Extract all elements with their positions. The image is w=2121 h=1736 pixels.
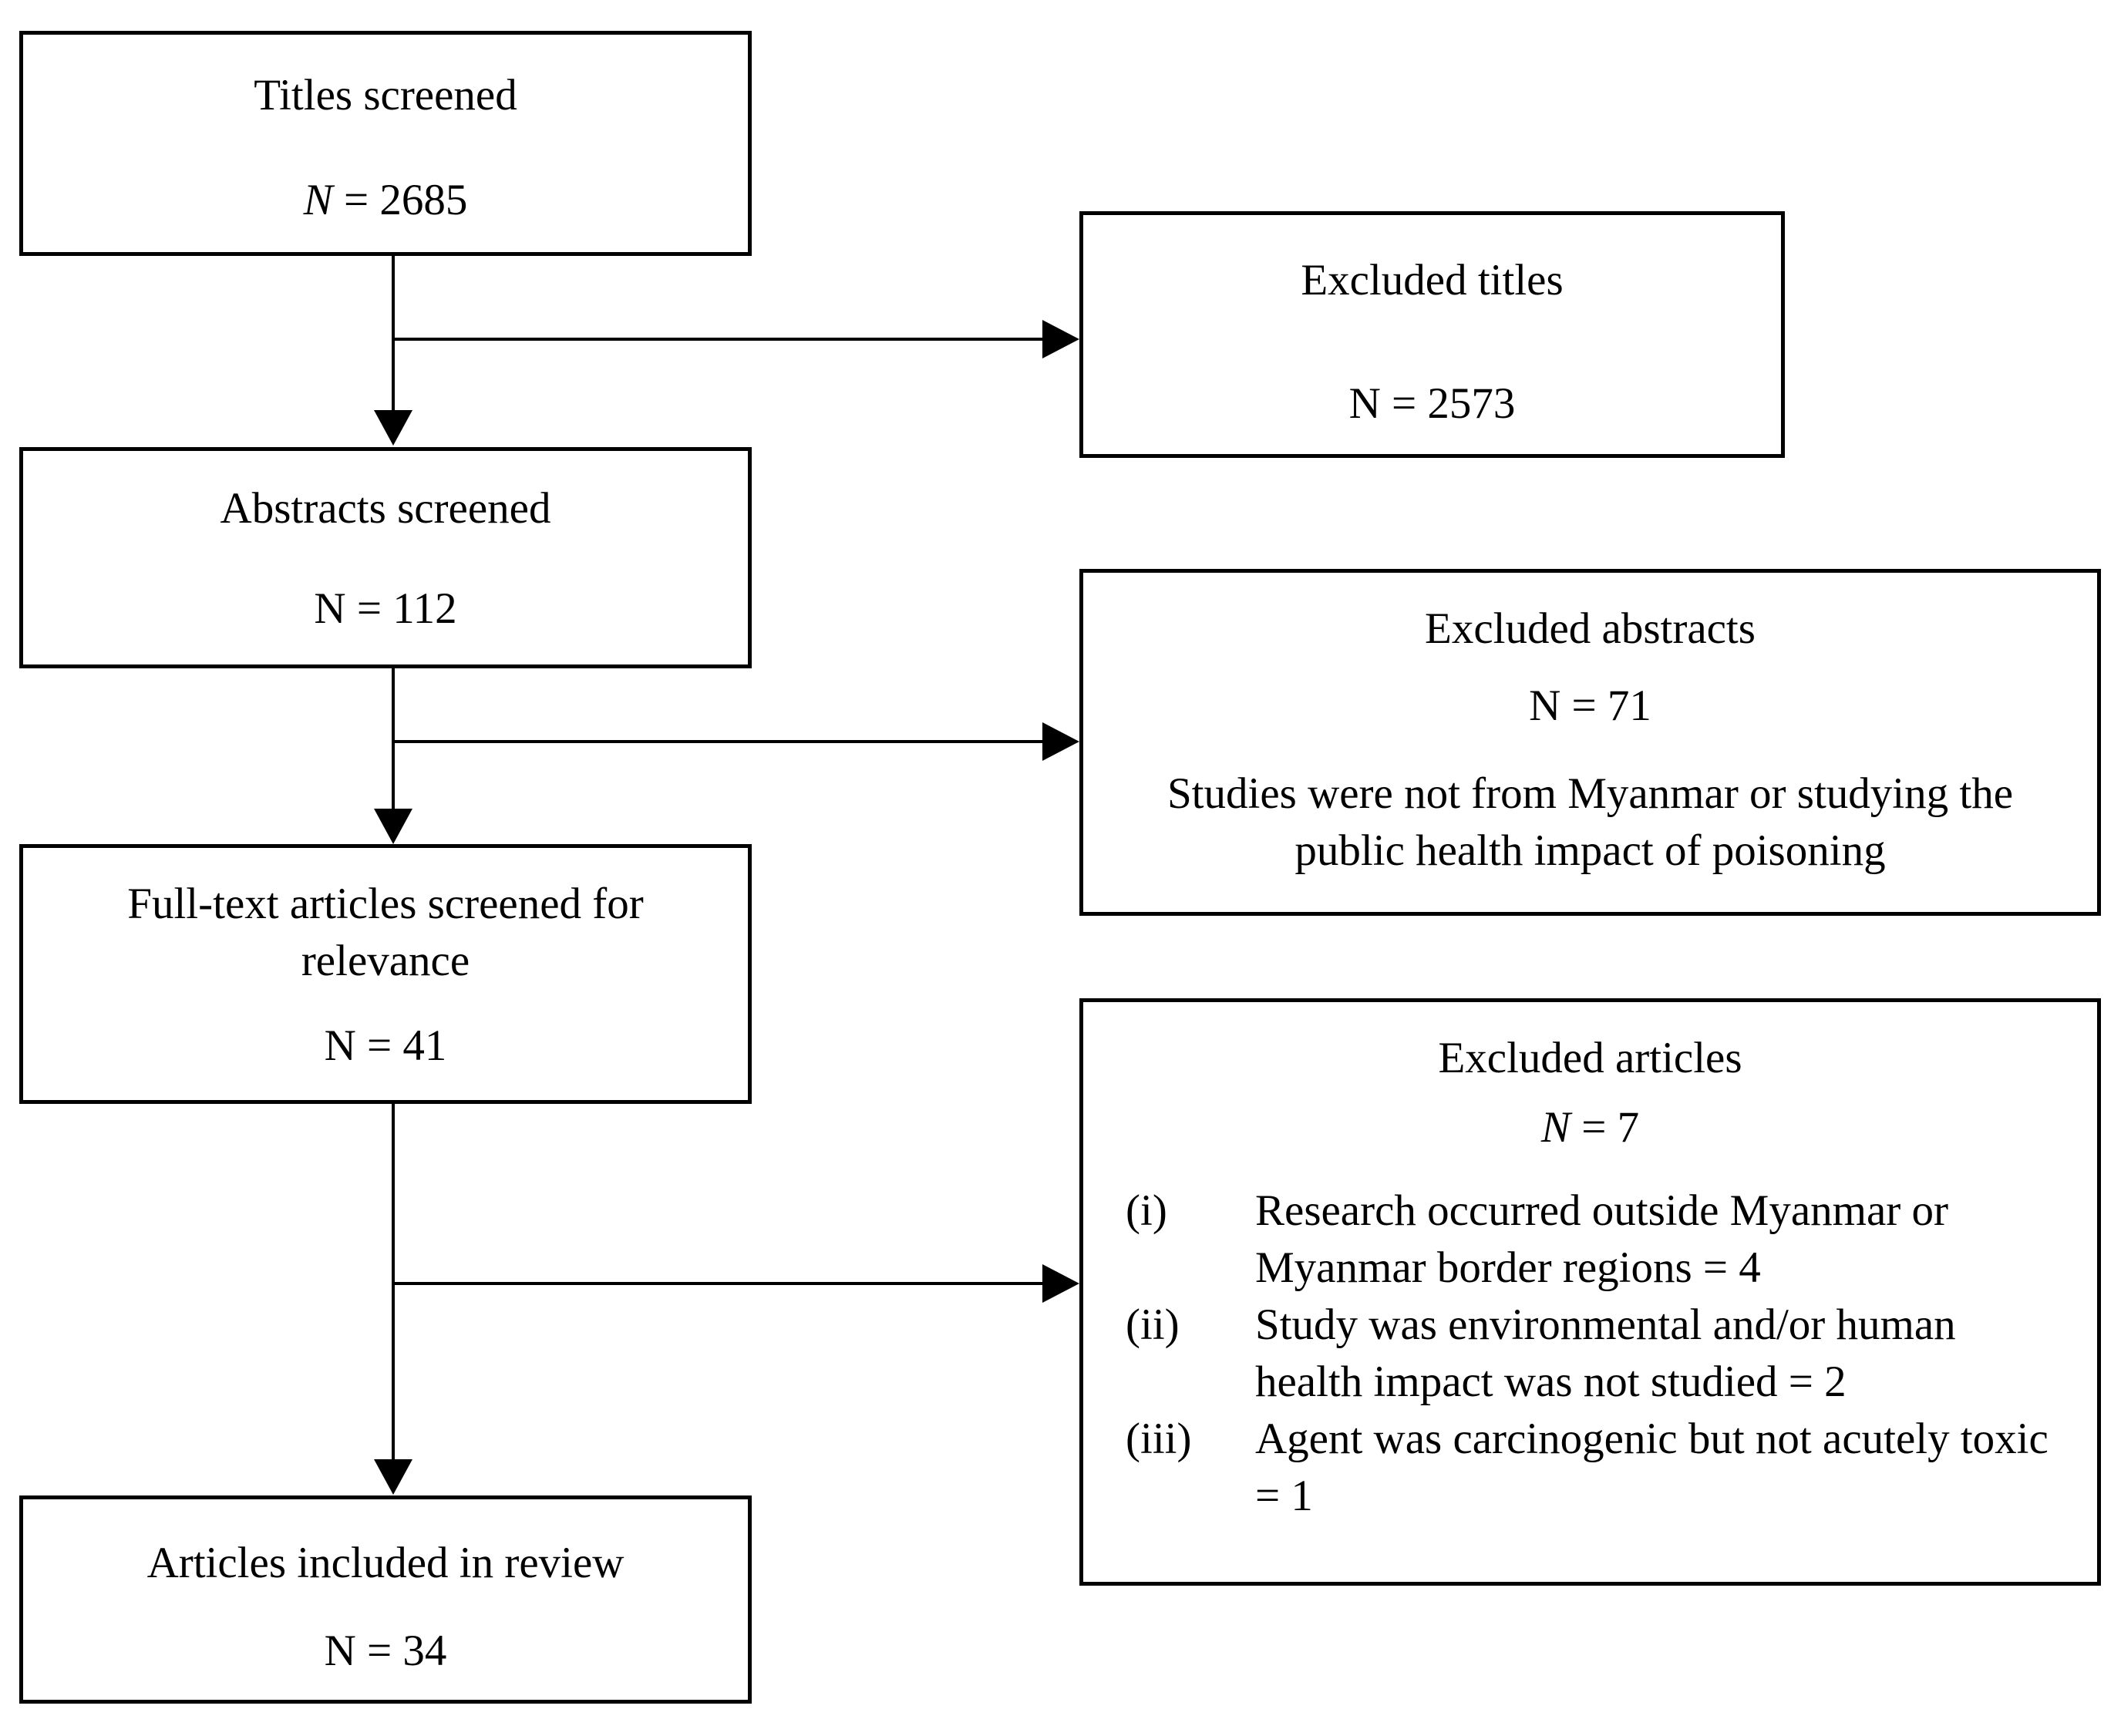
- list-text: Research occurred outside Myanmar or Mya…: [1255, 1186, 1948, 1292]
- count-value: = 112: [356, 584, 457, 633]
- box-title: Excluded articles: [1438, 1034, 1742, 1082]
- box-title: Excluded titles: [1301, 256, 1564, 304]
- box-count: N = 41: [325, 1018, 447, 1075]
- arrow-branch-excluded-titles: [393, 338, 1042, 341]
- count-value: = 41: [367, 1021, 447, 1070]
- box-count: N = 71: [1529, 678, 1651, 735]
- box-excluded-abstracts: Excluded abstracts N = 71 Studies were n…: [1079, 569, 2101, 916]
- arrowhead-down-icon: [374, 1459, 412, 1495]
- count-value: = 2573: [1392, 379, 1516, 428]
- box-count: N = 7: [1541, 1099, 1639, 1156]
- count-value: = 71: [1571, 681, 1651, 730]
- count-n: N: [324, 1627, 356, 1675]
- box-articles-included: Articles included in review N = 34: [19, 1495, 752, 1704]
- box-title: Full-text articles screened for relevanc…: [127, 880, 644, 985]
- box-count: N = 34: [325, 1623, 447, 1680]
- count-n: N: [1540, 1103, 1571, 1152]
- list-marker: (i): [1126, 1186, 1167, 1235]
- box-excluded-titles: Excluded titles N = 2573: [1079, 211, 1785, 458]
- arrowhead-down-icon: [374, 410, 412, 446]
- arrow-abstracts-to-fulltext: [392, 668, 395, 811]
- count-n: N: [1348, 379, 1381, 428]
- arrowhead-down-icon: [374, 809, 412, 844]
- box-abstracts-screened: Abstracts screened N = 112: [19, 447, 752, 668]
- count-value: = 2685: [343, 176, 468, 224]
- count-n: N: [1529, 681, 1561, 730]
- arrowhead-right-icon: [1042, 320, 1079, 358]
- count-value: = 34: [367, 1627, 447, 1675]
- arrowhead-right-icon: [1042, 722, 1079, 761]
- count-n: N: [303, 176, 333, 224]
- box-title: Articles included in review: [146, 1539, 625, 1587]
- arrow-branch-excluded-articles: [393, 1282, 1042, 1285]
- box-count: N = 2573: [1349, 375, 1516, 432]
- exclusion-note: Studies were not from Myanmar or studyin…: [1167, 769, 2014, 875]
- arrow-branch-excluded-abstracts: [393, 740, 1042, 743]
- box-titles-screened: Titles screened N = 2685: [19, 31, 752, 256]
- box-title: Excluded abstracts: [1425, 604, 1756, 653]
- box-title: Abstracts screened: [220, 484, 551, 533]
- box-excluded-articles: Excluded articles N = 7 (i) Research occ…: [1079, 998, 2101, 1586]
- box-count: N = 2685: [304, 172, 468, 229]
- arrow-titles-to-abstracts: [392, 256, 395, 412]
- list-item-i: (i) Research occurred outside Myanmar or…: [1126, 1183, 2055, 1297]
- count-n: N: [314, 584, 346, 633]
- count-value: = 7: [1581, 1103, 1640, 1152]
- list-marker: (ii): [1126, 1300, 1180, 1349]
- list-text: Study was environmental and/or human hea…: [1255, 1300, 1956, 1406]
- box-count: N = 112: [314, 580, 456, 638]
- list-item-ii: (ii) Study was environmental and/or huma…: [1126, 1297, 2055, 1411]
- box-title: Titles screened: [254, 71, 517, 119]
- exclusion-reasons-list: (i) Research occurred outside Myanmar or…: [1083, 1183, 2097, 1525]
- list-text: Agent was carcinogenic but not acutely t…: [1255, 1415, 2049, 1520]
- list-marker: (iii): [1126, 1415, 1192, 1463]
- box-fulltext-screened: Full-text articles screened for relevanc…: [19, 844, 752, 1104]
- list-item-iii: (iii) Agent was carcinogenic but not acu…: [1126, 1411, 2055, 1525]
- arrowhead-right-icon: [1042, 1264, 1079, 1303]
- count-n: N: [324, 1021, 356, 1070]
